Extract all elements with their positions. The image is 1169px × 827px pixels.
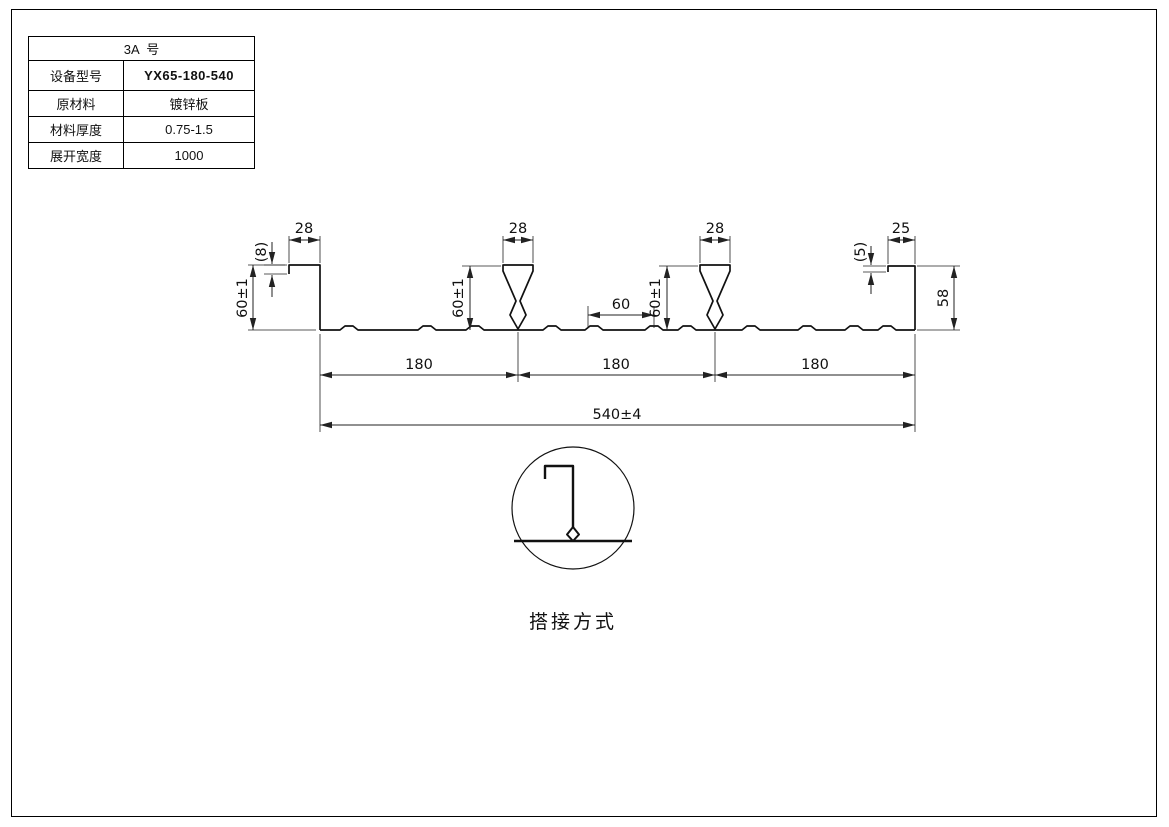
dimension-rib1-height-60: 60±1 (451, 265, 501, 330)
dim-left-flange: 28 (295, 221, 313, 237)
dovetail-rib-1 (502, 264, 534, 330)
dimension-right-height-58: 58 (917, 265, 960, 331)
dim-rib1-height: 60±1 (451, 278, 467, 318)
dim-pitch-3: 180 (801, 357, 829, 373)
title-block-header: 3A 号 (28, 36, 255, 61)
thickness-value: 0.75-1.5 (123, 116, 255, 143)
dim-right-height: 58 (936, 289, 952, 307)
right-end-rib (887, 265, 916, 330)
sheet-border (11, 9, 1157, 817)
title-block: 3A 号 设备型号 YX65-180-540 原材料 镀锌板 材料厚度 0.75… (28, 36, 255, 169)
material-value: 镀锌板 (123, 90, 255, 117)
dim-right-lip: (5) (853, 242, 869, 263)
deck-profile (288, 264, 916, 331)
dim-overall: 540±4 (592, 407, 641, 423)
dim-left-lip: (8) (254, 242, 270, 263)
table-row: 展开宽度 1000 (28, 142, 255, 169)
table-row: 材料厚度 0.75-1.5 (28, 116, 255, 143)
dimension-overall-540: 540±4 (320, 407, 915, 429)
dimension-pitch-180: 180 180 180 (319, 332, 916, 432)
dimension-left-lip-8: (8) (254, 242, 287, 297)
dim-rib2-height: 60±1 (648, 278, 664, 318)
dim-rib2-width: 28 (706, 221, 724, 237)
dim-left-height: 60±1 (235, 278, 251, 318)
dimension-mid-span-60: 60 (587, 297, 655, 328)
dimension-right-lip-5: (5) (853, 242, 886, 294)
dim-mid-span: 60 (612, 297, 630, 313)
width-label: 展开宽度 (28, 142, 124, 169)
dimension-left-flange-28: 28 (288, 221, 321, 263)
model-label: 设备型号 (28, 60, 124, 91)
left-end-rib (288, 264, 321, 330)
lap-joint-detail: 搭接方式 (511, 446, 635, 633)
detail-caption: 搭接方式 (529, 611, 617, 633)
dim-pitch-2: 180 (602, 357, 630, 373)
title-block-header-row: 3A 号 (28, 36, 255, 61)
width-value: 1000 (123, 142, 255, 169)
table-row: 原材料 镀锌板 (28, 90, 255, 117)
dimension-right-flange-25: 25 (887, 221, 916, 264)
deck-bottom-flange (320, 325, 915, 331)
dimension-rib2-height-60: 60±1 (648, 265, 698, 330)
detail-hook-rib (543, 464, 575, 541)
dovetail-rib-2 (699, 264, 731, 330)
dimension-rib1-width-28: 28 (502, 221, 534, 263)
table-row: 设备型号 YX65-180-540 (28, 60, 255, 91)
detail-circle (511, 446, 635, 570)
detail-interlock-notch (566, 526, 580, 542)
material-label: 原材料 (28, 90, 124, 117)
dimension-rib2-width-28: 28 (699, 221, 731, 263)
model-value: YX65-180-540 (123, 60, 255, 91)
dim-right-flange: 25 (892, 221, 910, 237)
dim-rib1-width: 28 (509, 221, 527, 237)
thickness-label: 材料厚度 (28, 116, 124, 143)
dim-pitch-1: 180 (405, 357, 433, 373)
dimension-left-height-60: 60±1 (235, 264, 316, 331)
